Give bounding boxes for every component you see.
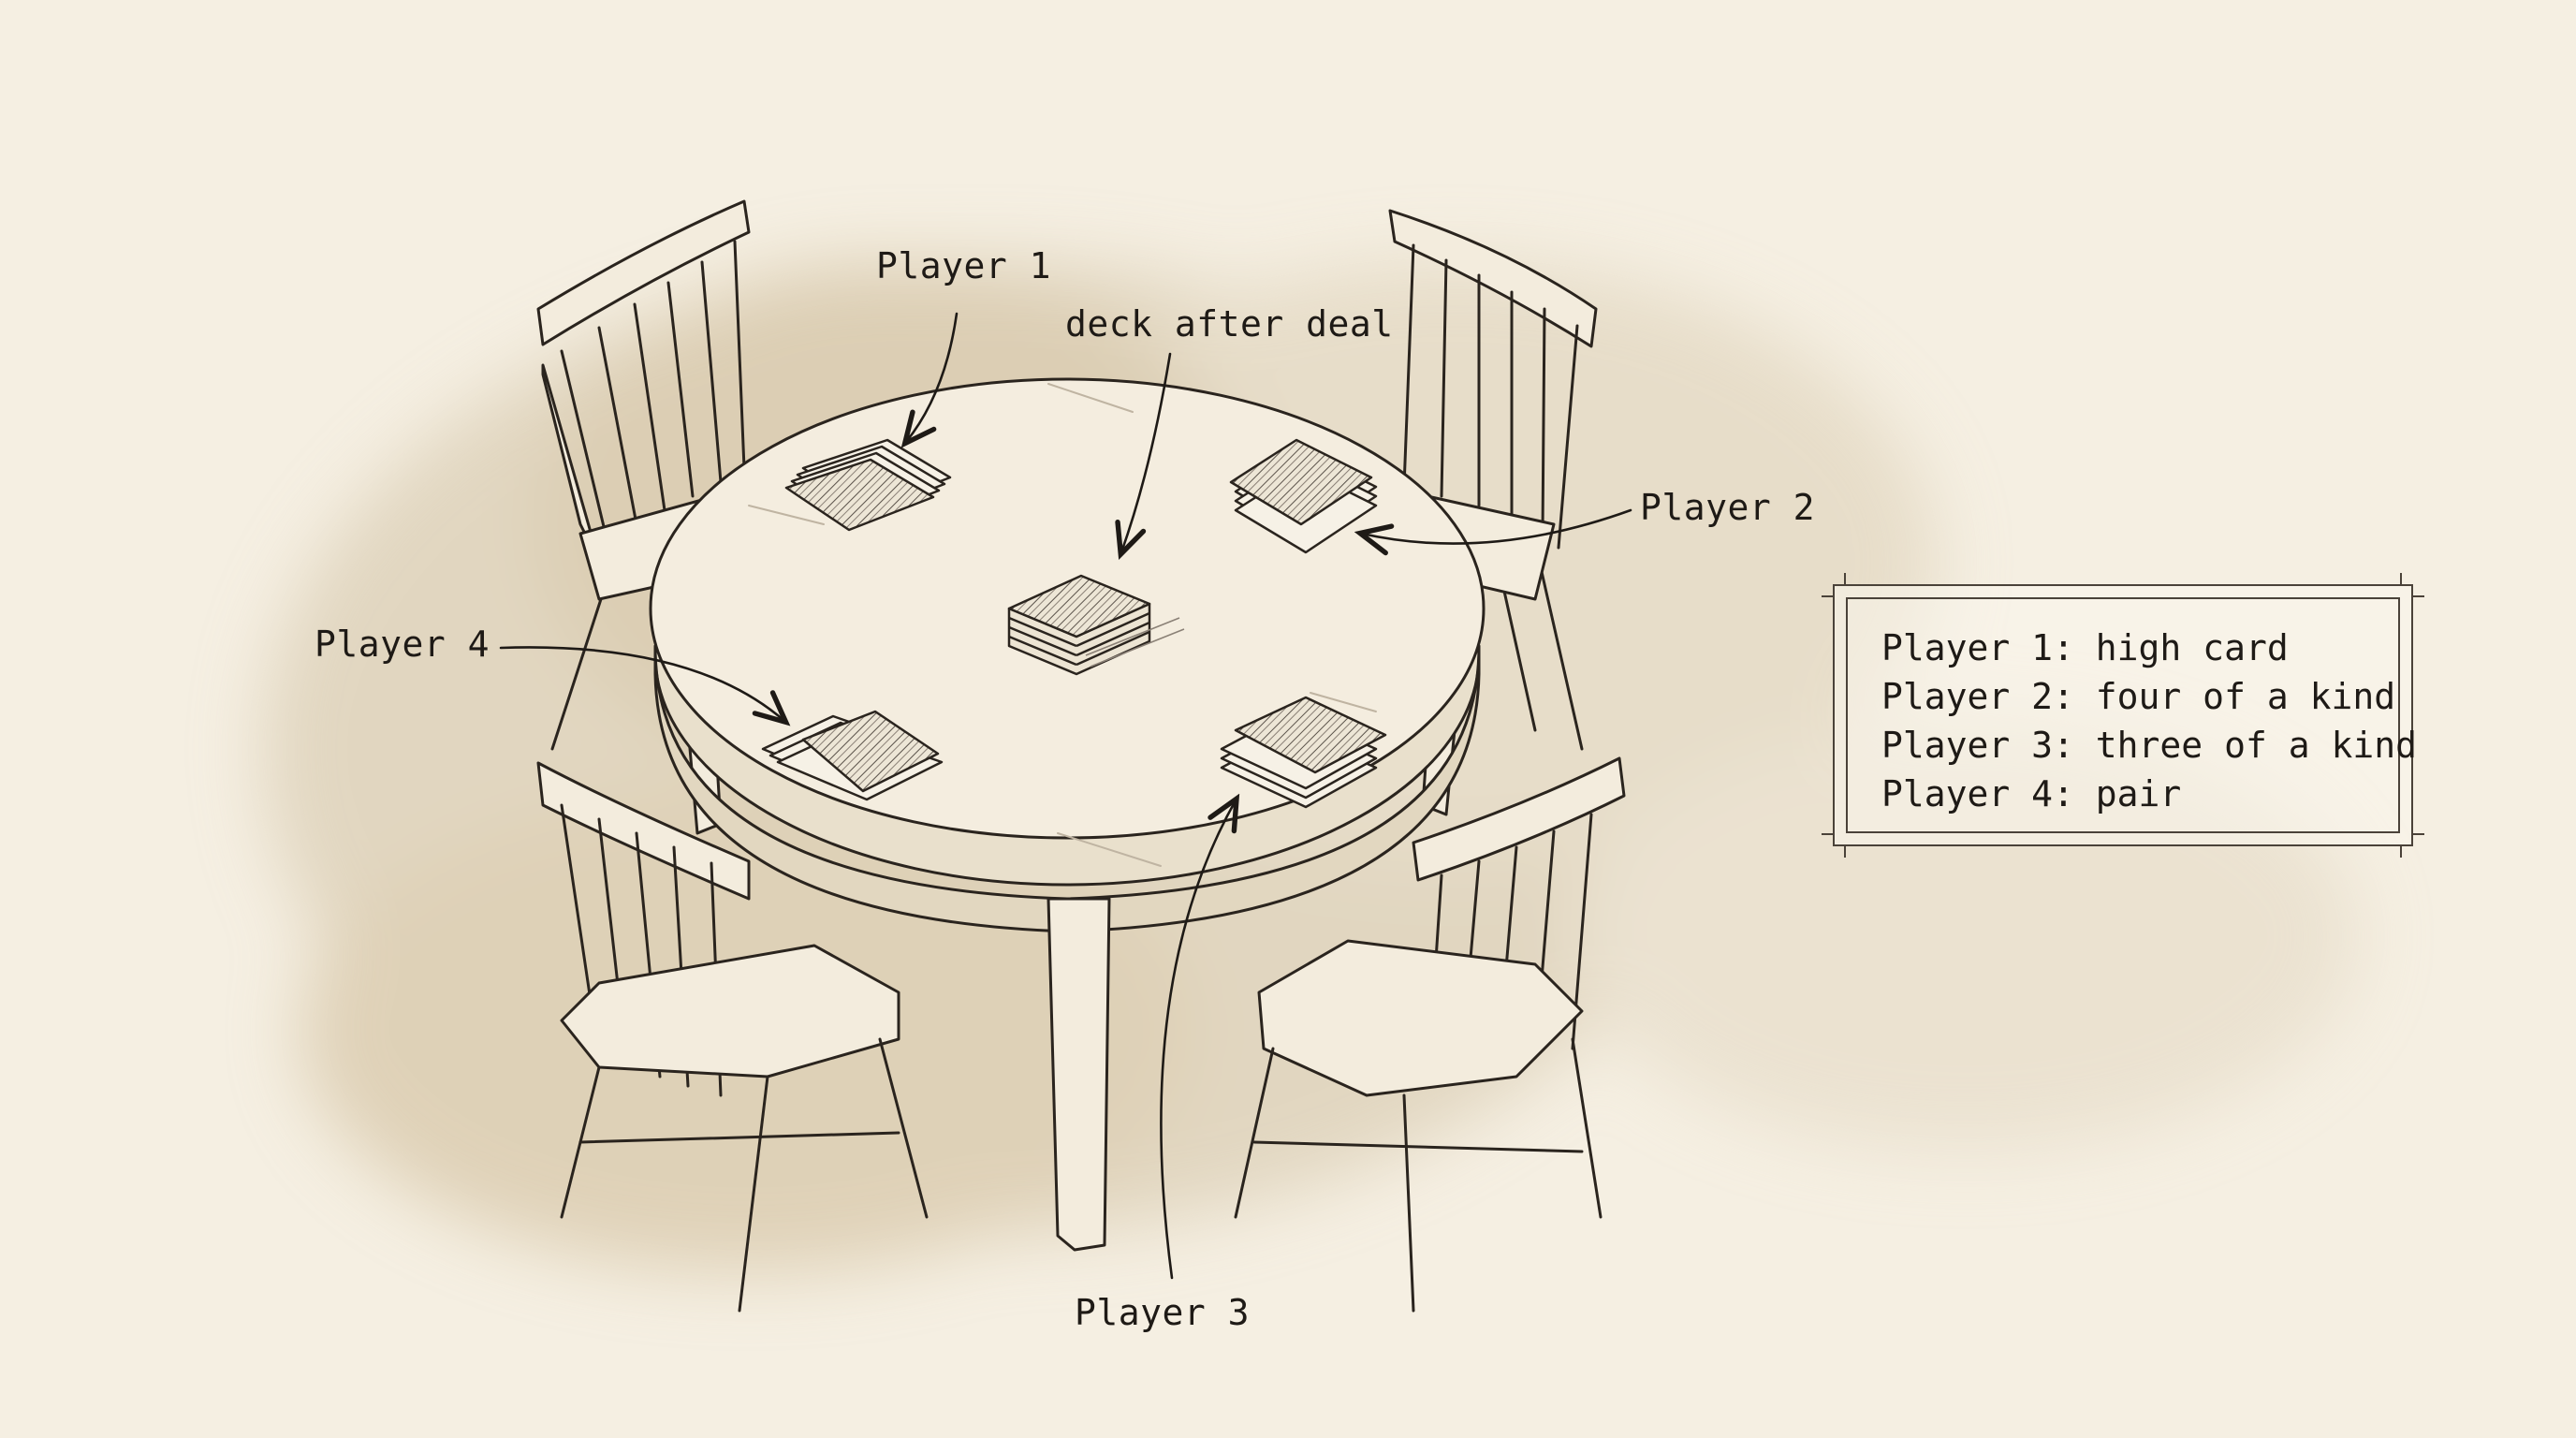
legend-hand: pair [2095,773,2182,814]
player4-cards [761,710,944,801]
legend-list: Player 1: high card Player 2: four of a … [1881,624,2417,818]
chair-front-left [536,761,929,1313]
label-player4: Player 4 [315,624,490,665]
legend-player: Player 4 [1881,773,2054,814]
table-leg-front [1046,897,1111,1252]
legend-row: Player 1: high card [1881,627,2289,668]
legend-row: Player 3: three of a kind [1881,725,2417,766]
hand-legend: Player 1: high card Player 2: four of a … [1822,573,2424,858]
chair-front-right [1234,756,1626,1313]
player1-cards [784,438,952,532]
arrow-player2 [1362,508,1632,544]
arrow-player4 [499,646,784,721]
legend-hand: high card [2095,627,2289,668]
arrow-player1 [906,312,959,442]
legend-row: Player 2: four of a kind [1881,676,2396,717]
arrow-deck [1121,352,1172,552]
player2-cards [1229,438,1378,554]
legend-hand: four of a kind [2095,676,2396,717]
legend-player: Player 1 [1881,627,2054,668]
label-player3: Player 3 [1075,1292,1251,1333]
label-player1: Player 1 [876,245,1052,286]
legend-hand: three of a kind [2095,725,2417,766]
player3-cards [1220,696,1387,809]
legend-player: Player 3 [1881,725,2054,766]
legend-row: Player 4: pair [1881,773,2182,814]
arrow-player3 [1160,800,1236,1280]
legend-player: Player 2 [1881,676,2054,717]
label-deck-after-deal: deck after deal [1065,303,1394,345]
deck-stack [1007,574,1185,676]
label-player2: Player 2 [1640,487,1816,528]
